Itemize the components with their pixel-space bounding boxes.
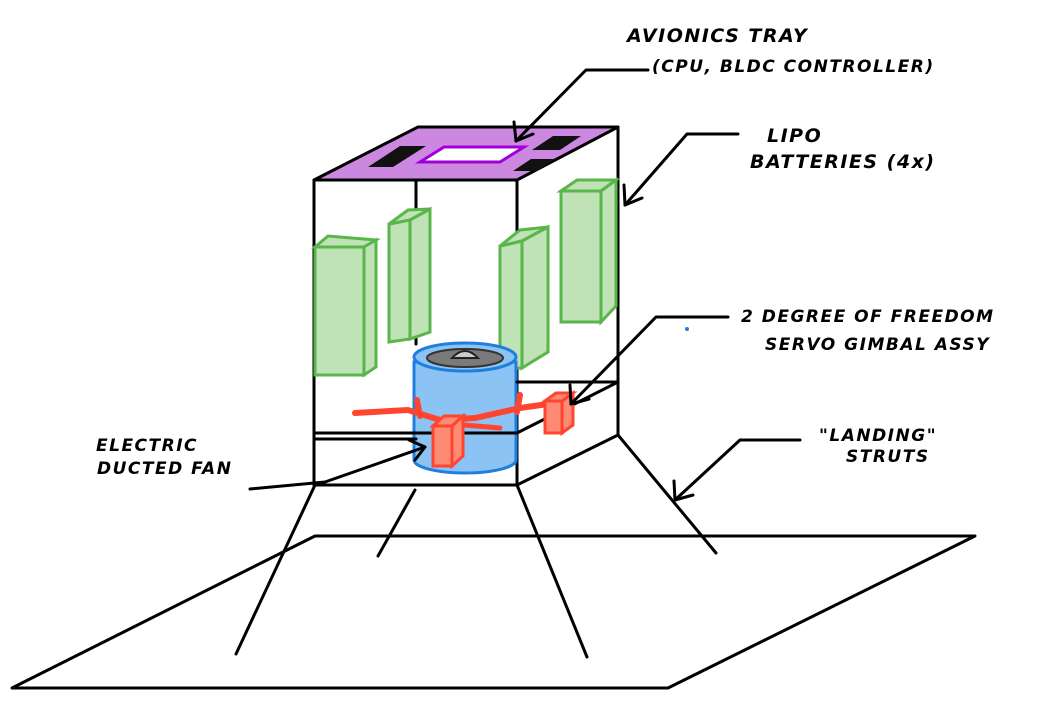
battery-3 [498,224,550,371]
avionics-cpu-window [414,145,530,164]
gimbal-assembly [352,390,578,470]
gimbal-servo-right [540,390,578,436]
edf-label-line1: ELECTRIC [96,436,198,456]
edf-arrow [407,438,427,462]
battery-4 [556,177,621,326]
avionics-chip-right-top [532,136,581,150]
lipo-leader [623,132,740,207]
avionics-tray [312,125,620,182]
gimbal-label-line1: 2 DEGREE OF FREEDOM [741,307,995,327]
edf-leader [248,445,427,491]
avionics-arrow [512,120,535,143]
avionics-label-line2: (CPU, BLDC CONTROLLER) [652,57,935,77]
landing-leader [673,438,802,502]
ground-plane [10,534,977,690]
lipo-label-line1: LIPO [767,125,822,147]
gimbal-leader [569,315,730,406]
avionics-label-line1: AVIONICS TRAY [625,25,809,47]
fan-hub [449,350,481,359]
avionics-chip-right-bottom [513,159,555,171]
leader-lines [248,68,802,502]
battery-1 [310,234,381,378]
landing-struts [234,433,718,659]
avionics-chip-left [368,146,426,167]
lipo-batteries [310,177,621,378]
avionics-leader [514,68,650,143]
lipo-arrow [622,183,644,207]
gimbal-label-line2: SERVO GIMBAL ASSY [765,335,990,355]
electric-ducted-fan [412,341,518,475]
gimbal-servo-front [429,412,467,470]
landing-label-line1: "LANDING" [819,426,937,446]
landing-arrow [672,479,695,502]
lipo-label-line2: BATTERIES (4x) [750,151,936,173]
landing-label-line2: STRUTS [846,447,930,467]
battery-2 [387,206,432,344]
gimbal-arrow [568,383,591,406]
labels: AVIONICS TRAY (CPU, BLDC CONTROLLER) LIP… [96,25,995,479]
stray-dot [685,327,689,331]
edf-label-line2: DUCTED FAN [97,459,232,479]
